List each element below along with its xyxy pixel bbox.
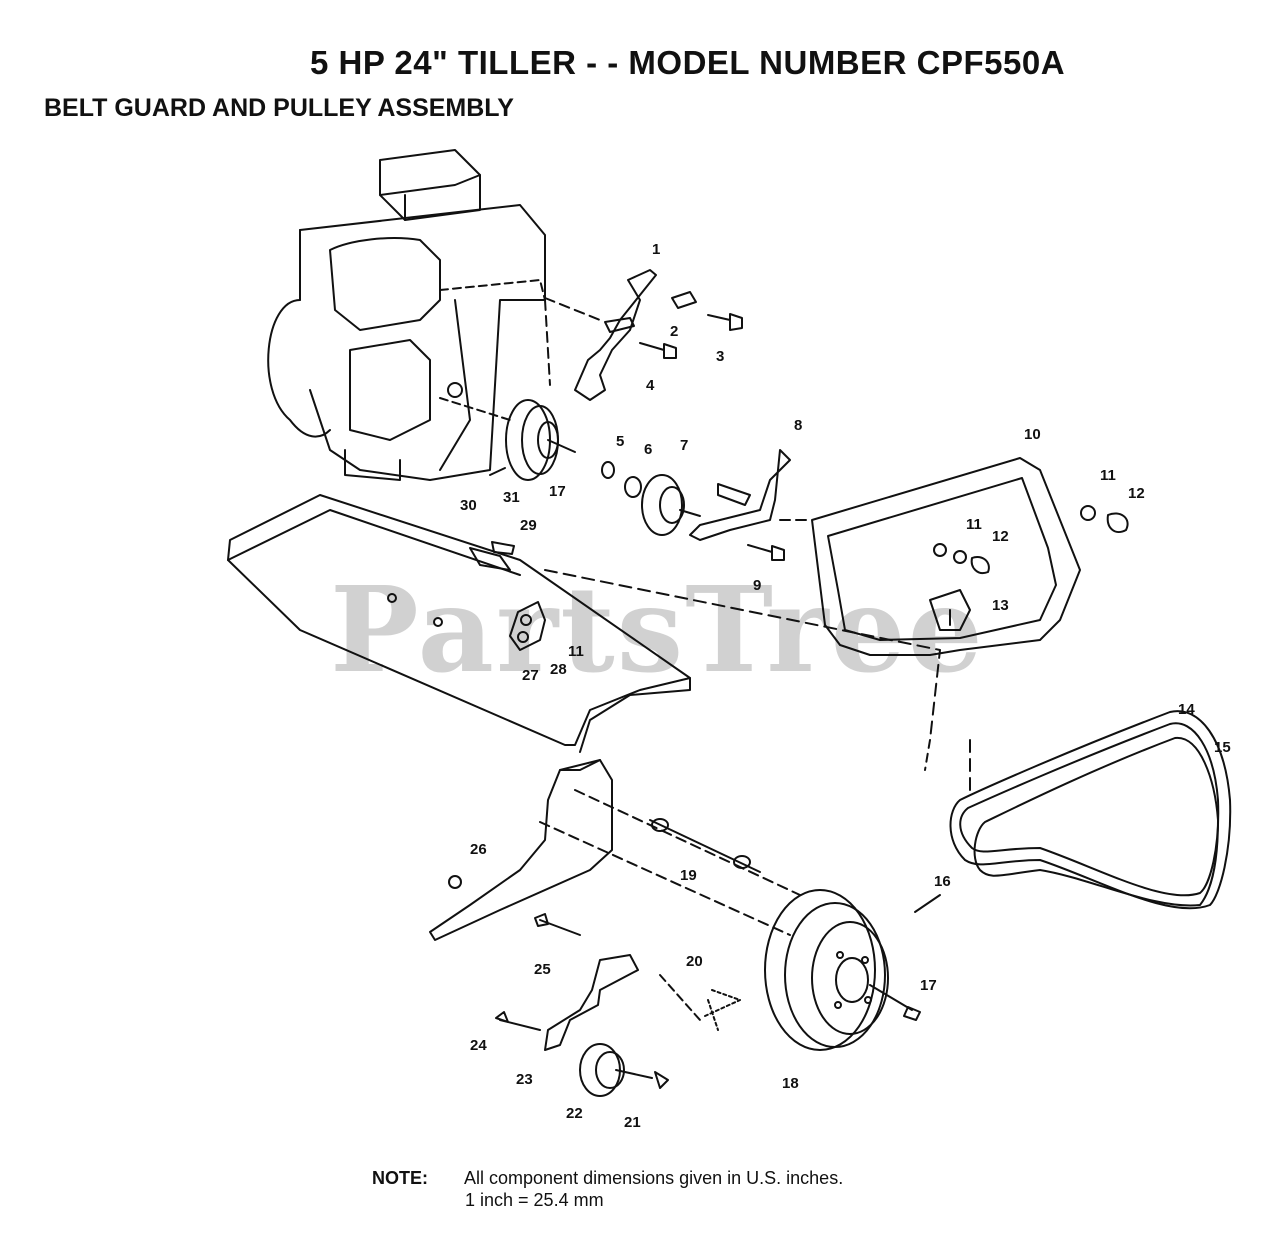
callout-12b: 12 bbox=[992, 528, 1009, 545]
callout-9: 9 bbox=[753, 577, 761, 594]
callout-31: 31 bbox=[503, 489, 520, 506]
note-line-2: 1 inch = 25.4 mm bbox=[465, 1190, 604, 1210]
belt-guard-drawing bbox=[779, 457, 1081, 656]
section-title: BELT GUARD AND PULLEY ASSEMBLY bbox=[44, 94, 514, 122]
callout-7: 7 bbox=[680, 437, 688, 454]
bracket-27-drawing bbox=[509, 601, 546, 651]
note-line-1: All component dimensions given in U.S. i… bbox=[464, 1168, 844, 1188]
callout-4: 4 bbox=[646, 377, 655, 394]
callout-20: 20 bbox=[686, 953, 703, 970]
callout-8: 8 bbox=[794, 417, 802, 434]
callout-14: 14 bbox=[1178, 701, 1195, 718]
callout-13: 13 bbox=[992, 597, 1009, 614]
drive-belts-drawing bbox=[949, 710, 1232, 910]
callout-21: 21 bbox=[624, 1114, 641, 1131]
callout-23: 23 bbox=[516, 1071, 533, 1088]
engine-drawing bbox=[267, 149, 546, 481]
callout-11c: 11 bbox=[568, 643, 584, 660]
dimensions-note: NOTE: All component dimensions given in U… bbox=[372, 1168, 844, 1210]
callout-5: 5 bbox=[616, 433, 624, 450]
callout-12a: 12 bbox=[1128, 485, 1145, 502]
callout-15: 15 bbox=[1214, 739, 1231, 756]
callout-22: 22 bbox=[566, 1105, 583, 1122]
callout-18: 18 bbox=[782, 1075, 799, 1092]
callout-16: 16 bbox=[934, 873, 951, 890]
watermark: PartsTree bbox=[330, 560, 985, 699]
callout-26: 26 bbox=[470, 841, 487, 858]
callout-27: 27 bbox=[522, 667, 539, 684]
callout-11b: 11 bbox=[966, 516, 982, 533]
main-pulley-drawing bbox=[764, 889, 921, 1051]
idler-pulley-drawing bbox=[601, 461, 701, 536]
drive-pulley-drawing bbox=[439, 397, 576, 481]
callout-29: 29 bbox=[520, 517, 537, 534]
part-callouts: 1 2 3 4 5 6 7 8 9 10 11 12 11 12 13 14 1… bbox=[460, 241, 1231, 1131]
callout-28: 28 bbox=[550, 661, 567, 678]
tine-shield-drawing bbox=[227, 494, 691, 753]
support-bracket-drawing bbox=[429, 759, 801, 941]
callout-11a: 11 bbox=[1100, 467, 1116, 484]
callout-25: 25 bbox=[534, 961, 551, 978]
callout-17a: 17 bbox=[549, 483, 566, 500]
guard-bracket-drawing bbox=[544, 269, 657, 401]
callout-19: 19 bbox=[680, 867, 697, 884]
callout-3: 3 bbox=[716, 348, 724, 365]
callout-2: 2 bbox=[670, 323, 678, 340]
callout-1: 1 bbox=[652, 241, 660, 258]
page-title: 5 HP 24" TILLER - - MODEL NUMBER CPF550A bbox=[310, 44, 1066, 81]
callout-10: 10 bbox=[1024, 426, 1041, 443]
callout-30: 30 bbox=[460, 497, 477, 514]
callout-24: 24 bbox=[470, 1037, 487, 1054]
note-label: NOTE: bbox=[372, 1168, 428, 1188]
callout-6: 6 bbox=[644, 441, 652, 458]
callout-17b: 17 bbox=[920, 977, 937, 994]
